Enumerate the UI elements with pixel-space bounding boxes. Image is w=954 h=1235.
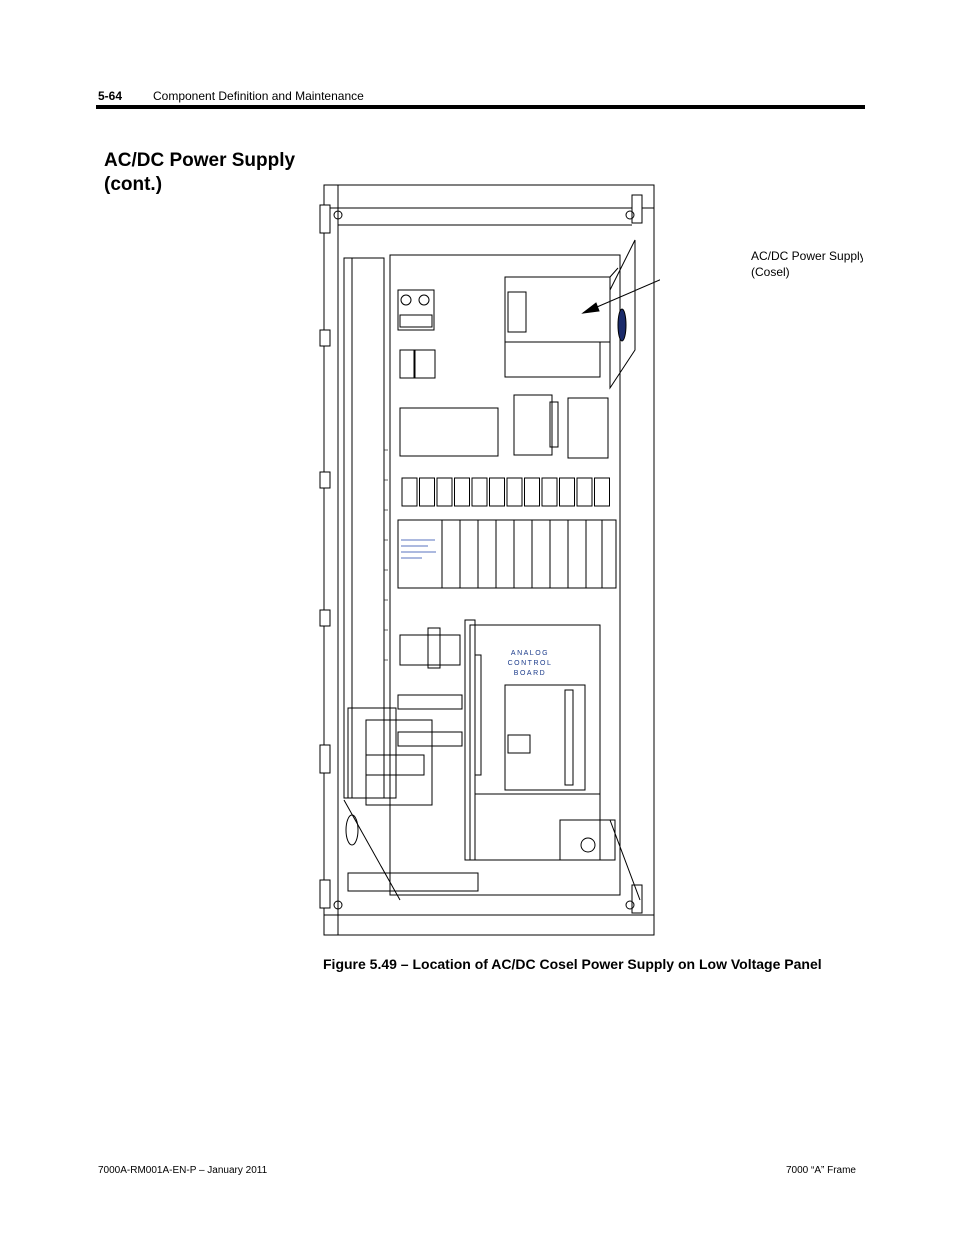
terminal-block bbox=[401, 477, 418, 507]
chapter-title: Component Definition and Maintenance bbox=[153, 89, 364, 103]
wiring-duct bbox=[343, 257, 385, 799]
panel-drawing: ANALOG CONTROL BOARD bbox=[300, 180, 752, 945]
terminal-block bbox=[454, 477, 470, 507]
side-vent bbox=[609, 239, 636, 390]
footer-doc-id: 7000A-RM001A-EN-P – January 2011 bbox=[98, 1165, 268, 1176]
terminal-block bbox=[541, 477, 558, 507]
terminal-block-left bbox=[347, 707, 397, 799]
plc-rack bbox=[397, 519, 617, 589]
figure-callout: AC/DC Power Supply (Cosel) bbox=[751, 248, 863, 280]
terminal-block bbox=[524, 477, 540, 507]
top-breakers bbox=[397, 289, 436, 379]
terminal-block bbox=[506, 477, 523, 507]
cosel-power-supply bbox=[504, 267, 619, 378]
board-label-1: ANALOG bbox=[511, 650, 549, 657]
terminal-block bbox=[436, 477, 453, 507]
terminal-block bbox=[576, 477, 593, 507]
cabinet-outline bbox=[323, 184, 655, 936]
section-title: AC/DC Power Supply (cont.) bbox=[104, 150, 296, 195]
callout-line-1: AC/DC Power Supply bbox=[751, 249, 863, 263]
terminal-strip bbox=[401, 477, 610, 507]
terminal-block bbox=[594, 477, 610, 507]
relay-2 bbox=[567, 397, 609, 459]
board-label-2: CONTROL bbox=[508, 660, 553, 667]
door-hinges bbox=[319, 194, 643, 914]
contactor-module bbox=[399, 407, 499, 457]
terminal-block bbox=[471, 477, 488, 507]
relay-1 bbox=[513, 394, 553, 456]
bottom-rail bbox=[347, 872, 479, 892]
low-voltage-panel-drawing: ANALOG CONTROL BOARD bbox=[319, 184, 752, 936]
callout-line-2: (Cosel) bbox=[751, 265, 790, 279]
board-label-3: BOARD bbox=[514, 670, 546, 677]
terminal-block bbox=[489, 477, 505, 507]
callout-leader bbox=[581, 253, 752, 314]
din-rail-1 bbox=[397, 694, 463, 710]
header-rule bbox=[96, 105, 865, 109]
sub-panel bbox=[389, 254, 621, 896]
footer-product: 7000 “A” Frame bbox=[785, 1165, 856, 1176]
corner-bolts bbox=[333, 210, 635, 910]
analog-control-board: ANALOG CONTROL BOARD bbox=[464, 619, 616, 861]
small-relay bbox=[399, 634, 461, 666]
page-number: 5-64 bbox=[98, 89, 123, 103]
power-block bbox=[365, 719, 433, 806]
din-rail-2 bbox=[397, 731, 463, 747]
terminal-block bbox=[559, 477, 575, 507]
vent-logo bbox=[617, 308, 627, 342]
figure-caption: Figure 5.49 – Location of AC/DC Cosel Po… bbox=[323, 956, 822, 972]
terminal-block bbox=[419, 477, 435, 507]
